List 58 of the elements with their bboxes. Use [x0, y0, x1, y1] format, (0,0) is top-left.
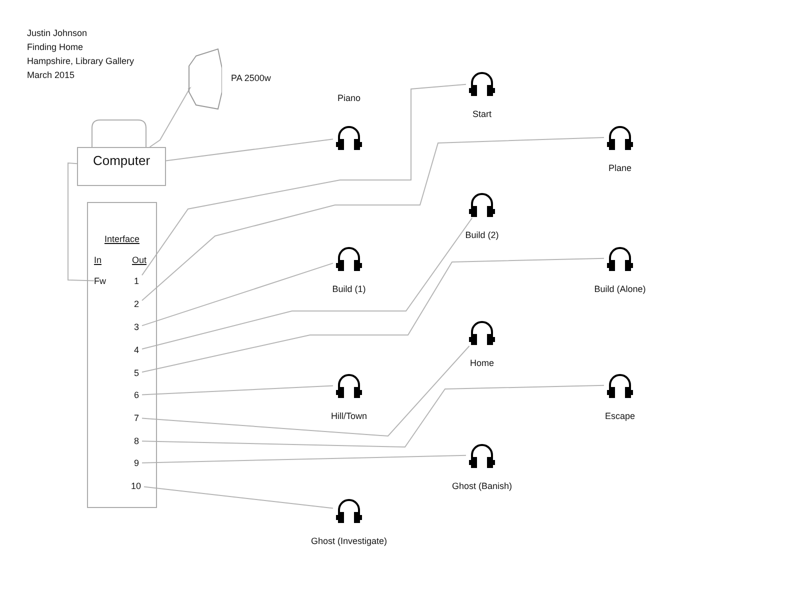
speaker-icon [188, 48, 222, 110]
cable-line [142, 454, 466, 464]
info-text: Justin Johnson [27, 27, 88, 39]
cable-line [142, 137, 604, 301]
headphones-icon [333, 496, 365, 524]
cable-line [142, 84, 466, 276]
cable-line [68, 162, 94, 282]
track-label: Ghost (Banish) [452, 480, 512, 492]
port-label: 10 [131, 480, 144, 492]
headphones-icon [333, 244, 365, 272]
headphones-icon [604, 371, 636, 399]
port-label: 7 [134, 412, 142, 424]
track-label: Ghost (Investigate) [310, 535, 388, 547]
cable-line [142, 258, 604, 373]
cable-line [142, 346, 470, 437]
device-title: Interface [103, 233, 141, 245]
port-label: 9 [134, 457, 142, 469]
port-label: 4 [134, 344, 142, 356]
headphones-icon [333, 123, 365, 151]
headphones-icon [466, 441, 498, 469]
headphones-icon [466, 69, 498, 97]
column-header: Out [132, 254, 147, 266]
port-label: 6 [134, 389, 142, 401]
track-label: Home [470, 357, 494, 369]
port-label: 1 [134, 275, 142, 287]
info-text: March 2015 [27, 69, 75, 81]
interface-box [87, 202, 157, 508]
track-label: Start [472, 108, 492, 120]
track-label: Plane [608, 162, 632, 174]
track-label: Hill/Town [331, 410, 367, 422]
info-text: Finding Home [27, 41, 84, 53]
headphones-icon [466, 318, 498, 346]
port-label: 5 [134, 367, 142, 379]
cable-line [142, 262, 334, 326]
cable-line [144, 486, 334, 509]
headphones-icon [466, 190, 498, 218]
port-label: 2 [134, 298, 142, 310]
cable-line [166, 138, 334, 162]
track-label: Build (Alone) [594, 283, 646, 295]
info-text: Hampshire, Library Gallery [27, 55, 134, 67]
headphones-icon [604, 123, 636, 151]
cable-line [142, 385, 334, 396]
port-label: Fw [94, 275, 110, 287]
device-label: Computer [92, 153, 152, 169]
computer-box [77, 147, 166, 186]
port-label: 8 [134, 435, 142, 447]
track-label: Piano [337, 92, 361, 104]
headphones-icon [333, 371, 365, 399]
track-label: Build (1) [332, 283, 366, 295]
track-label: Escape [604, 410, 636, 422]
cable-line [142, 384, 604, 448]
headphones-icon [604, 244, 636, 272]
cable-line [142, 218, 473, 350]
track-label: Build (2) [465, 229, 499, 241]
cable-line [149, 86, 192, 148]
port-label: 3 [134, 321, 142, 333]
column-header: In [94, 254, 102, 266]
speaker-label: PA 2500w [231, 72, 271, 84]
